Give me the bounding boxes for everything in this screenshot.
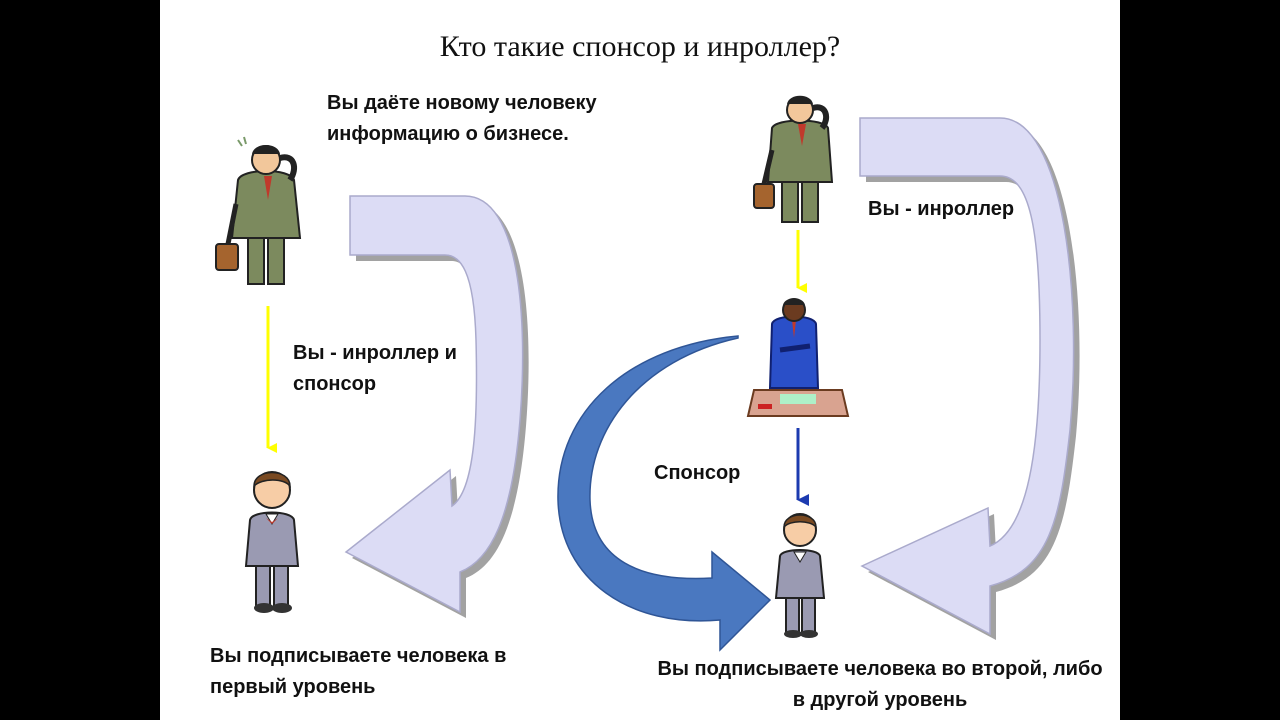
sponsor-text: Спонсор bbox=[654, 462, 741, 484]
enroller-text: Вы - инроллер bbox=[868, 198, 1015, 220]
second-level-text: Вы подписываете человека во второй, либо… bbox=[657, 658, 1103, 711]
slide-title: Кто такие спонсор и инроллер? bbox=[439, 30, 841, 63]
right-curved-arrow bbox=[859, 117, 1080, 640]
sponsor-curved-arrow bbox=[557, 335, 772, 652]
businessman-icon-right bbox=[753, 95, 834, 223]
info-text: Вы даёте новому человеку информацию о би… bbox=[327, 92, 597, 145]
businessman-icon-left bbox=[215, 136, 302, 285]
slide: Кто такие спонсор и инроллер? bbox=[160, 0, 1120, 720]
left-curved-arrow bbox=[344, 195, 529, 618]
boy-icon-right bbox=[774, 513, 826, 638]
diagram-art bbox=[215, 95, 1080, 652]
boy-icon-left bbox=[244, 471, 300, 613]
enroller-and-sponsor-text: Вы - инроллер и спонсор bbox=[293, 342, 457, 395]
first-level-text: Вы подписываете человека в первый уровен… bbox=[210, 645, 507, 698]
manager-at-desk-icon bbox=[746, 298, 850, 417]
